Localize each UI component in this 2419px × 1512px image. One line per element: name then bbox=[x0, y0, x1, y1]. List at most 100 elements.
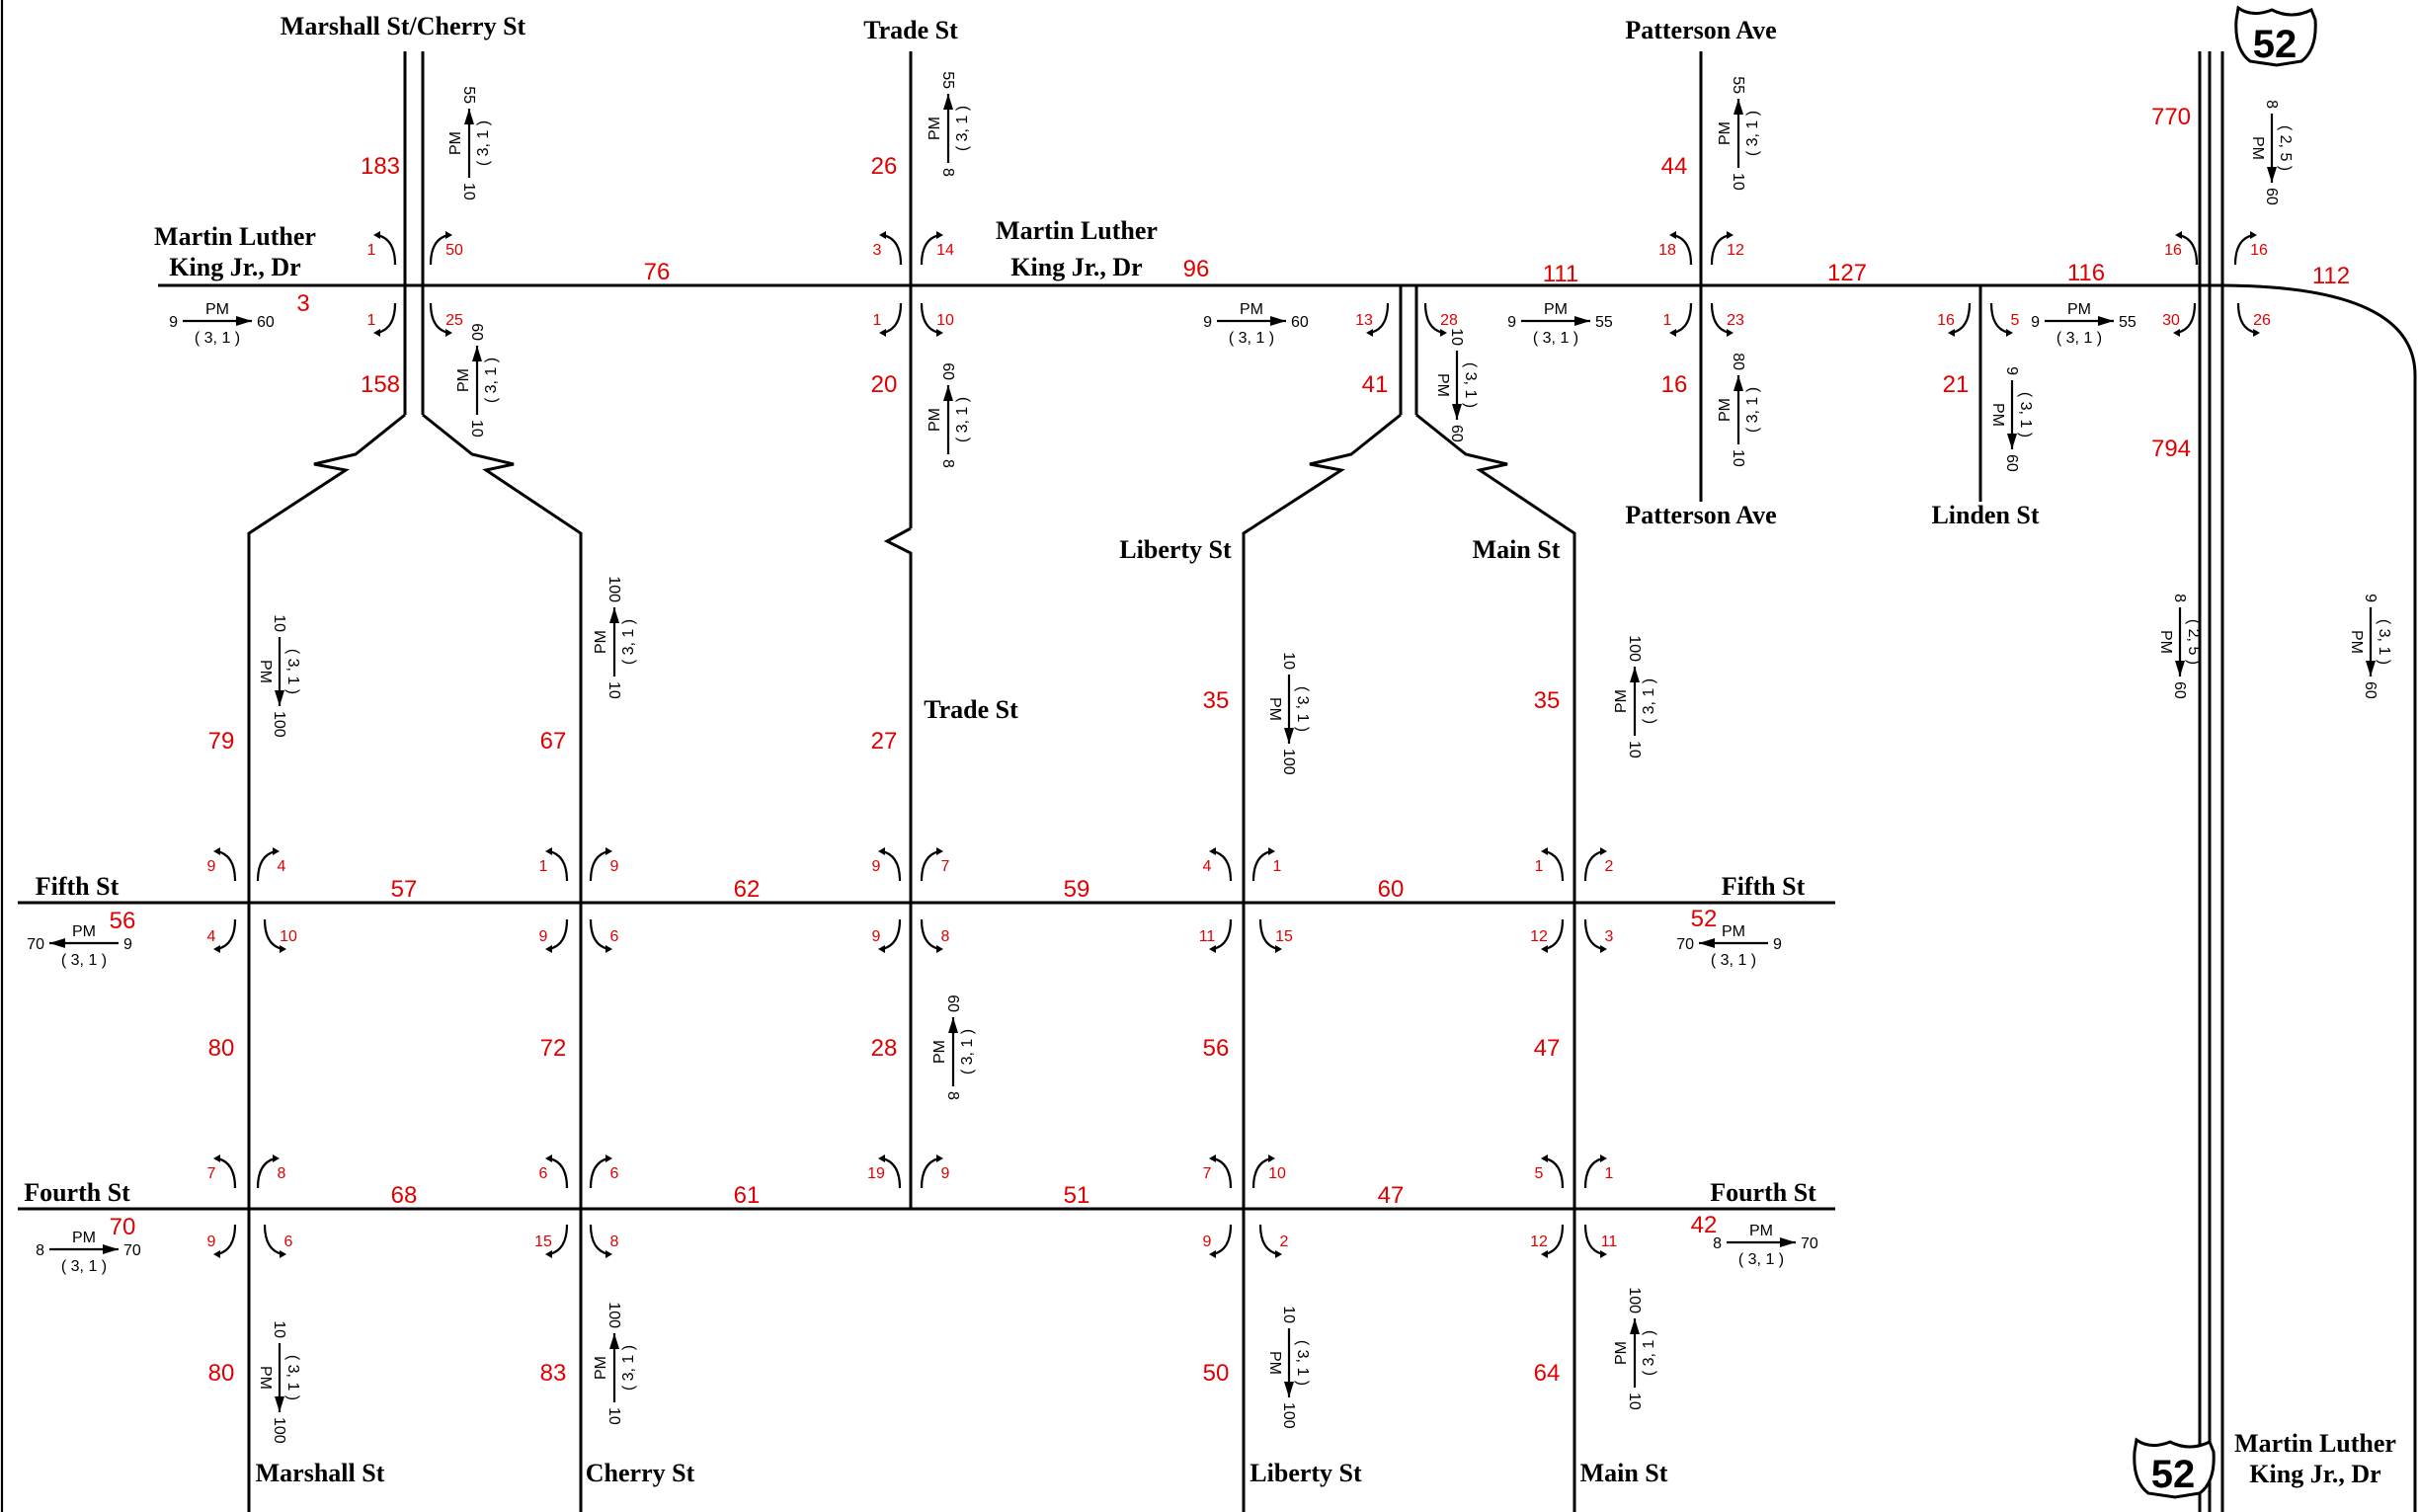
street-label: Fifth St bbox=[1722, 872, 1806, 901]
timing-right: 55 bbox=[460, 86, 477, 104]
link-volume: 41 bbox=[1362, 371, 1389, 398]
timing-params: ( 3, 1 ) bbox=[1641, 1330, 1657, 1376]
link-volume: 35 bbox=[1534, 687, 1561, 714]
timing-period: PM bbox=[72, 1230, 96, 1246]
us-52-shield-bottom: 52 bbox=[2133, 1437, 2216, 1499]
timing-left: 8 bbox=[2171, 594, 2188, 602]
link-volume: 35 bbox=[1203, 687, 1230, 714]
turn-volume: 6 bbox=[610, 1165, 619, 1182]
timing-params: ( 3, 1 ) bbox=[1229, 330, 1274, 347]
turn-volume: 10 bbox=[280, 928, 297, 945]
arrowhead bbox=[1541, 847, 1548, 855]
timing-period: PM bbox=[2157, 630, 2174, 654]
turn-volume: 9 bbox=[539, 928, 548, 945]
timing-period: PM bbox=[1717, 398, 1734, 422]
arrowhead bbox=[213, 1154, 220, 1162]
turn-movement: 26 bbox=[2236, 302, 2271, 337]
turn-arrow bbox=[1583, 918, 1604, 951]
timing-left: 9 bbox=[169, 314, 178, 331]
link-volume: 3 bbox=[296, 290, 309, 317]
turn-volume: 15 bbox=[1275, 928, 1293, 945]
link-volumes: 183 26 44 770 76 96 111 127 116 112 3 15… bbox=[110, 104, 2350, 1387]
arrowhead bbox=[936, 1154, 943, 1162]
arrowhead bbox=[545, 945, 552, 953]
timing-params: ( 3, 1 ) bbox=[959, 1029, 976, 1074]
turn-arrow bbox=[881, 918, 902, 951]
turn-movement: 4 bbox=[207, 918, 237, 953]
turn-volume: 3 bbox=[873, 242, 882, 259]
timing-params: ( 2, 5 ) bbox=[2185, 619, 2202, 665]
turn-movement: 4 bbox=[1203, 847, 1233, 882]
street-label: Patterson Ave bbox=[1625, 501, 1776, 529]
link-volume: 67 bbox=[540, 728, 567, 755]
arrowhead bbox=[936, 847, 943, 855]
timing-left: 8 bbox=[944, 1091, 961, 1100]
turn-arrow bbox=[1212, 1224, 1233, 1256]
link-volume: 116 bbox=[2067, 260, 2105, 286]
turn-volume: 9 bbox=[207, 858, 216, 875]
turn-volume: 3 bbox=[1605, 928, 1614, 945]
link-volume: 56 bbox=[1203, 1035, 1230, 1062]
timing-period: PM bbox=[72, 923, 96, 940]
turn-movement: 2 bbox=[1583, 847, 1614, 882]
turn-movement: 6 bbox=[589, 1154, 619, 1189]
arrowhead bbox=[1440, 329, 1447, 337]
turn-movement: 18 bbox=[1658, 231, 1693, 266]
turn-movement: 16 bbox=[2233, 231, 2268, 266]
arrowhead bbox=[936, 329, 943, 337]
turn-movement: 12 bbox=[1530, 1224, 1565, 1258]
turn-volume: 4 bbox=[1203, 858, 1212, 875]
link-volume: 183 bbox=[361, 153, 400, 180]
street-label: Patterson Ave bbox=[1625, 16, 1776, 44]
turn-arrow bbox=[216, 1224, 237, 1256]
timing-params: ( 3, 1 ) bbox=[195, 330, 240, 347]
link-volume: 57 bbox=[391, 876, 418, 903]
turn-arrow bbox=[216, 1156, 237, 1189]
timing-period: PM bbox=[1749, 1223, 1773, 1239]
turn-arrow bbox=[589, 918, 609, 951]
turn-movement: 1 bbox=[873, 302, 903, 337]
timing-left: 10 bbox=[1730, 449, 1746, 467]
timing-left: 9 bbox=[1507, 314, 1516, 331]
timing-period: PM bbox=[1722, 923, 1745, 940]
timing-left: 9 bbox=[2031, 314, 2040, 331]
turn-movement: 6 bbox=[539, 1154, 569, 1189]
turn-volume: 16 bbox=[2164, 242, 2182, 259]
link-volume: 44 bbox=[1661, 153, 1688, 180]
arrowhead bbox=[445, 329, 452, 337]
timing-period: PM bbox=[2249, 136, 2266, 160]
arrowhead bbox=[1541, 1250, 1548, 1258]
timing-period: PM bbox=[927, 117, 943, 140]
arrowhead bbox=[605, 1250, 612, 1258]
timing-right: 60 bbox=[1448, 425, 1465, 442]
link-volume: 111 bbox=[1543, 261, 1578, 287]
timing-period: PM bbox=[593, 630, 609, 654]
timing-left: 9 bbox=[1203, 314, 1212, 331]
turn-volume: 5 bbox=[1535, 1165, 1544, 1182]
timing-right: 100 bbox=[271, 1417, 287, 1444]
turn-arrow bbox=[1583, 849, 1604, 882]
turn-movement: 10 bbox=[1251, 1154, 1286, 1189]
turn-volume: 23 bbox=[1727, 312, 1744, 329]
turn-volume: 9 bbox=[610, 858, 619, 875]
turn-arrow bbox=[1251, 849, 1272, 882]
timing-params: ( 3, 1 ) bbox=[954, 106, 971, 151]
link-volume: 47 bbox=[1378, 1182, 1405, 1209]
turn-movement: 9 bbox=[207, 1224, 237, 1258]
timing-params: ( 3, 1 ) bbox=[1744, 387, 1761, 433]
turn-volume: 16 bbox=[1937, 312, 1955, 329]
arrowhead bbox=[545, 1154, 552, 1162]
turn-arrow bbox=[920, 849, 940, 882]
turn-movement: 8 bbox=[589, 1224, 619, 1258]
turn-volume: 18 bbox=[1658, 242, 1676, 259]
street-label: Main St bbox=[1580, 1459, 1668, 1487]
arrowhead bbox=[1669, 231, 1676, 239]
timing-right: 60 bbox=[1291, 314, 1309, 331]
arrowhead bbox=[280, 945, 286, 953]
